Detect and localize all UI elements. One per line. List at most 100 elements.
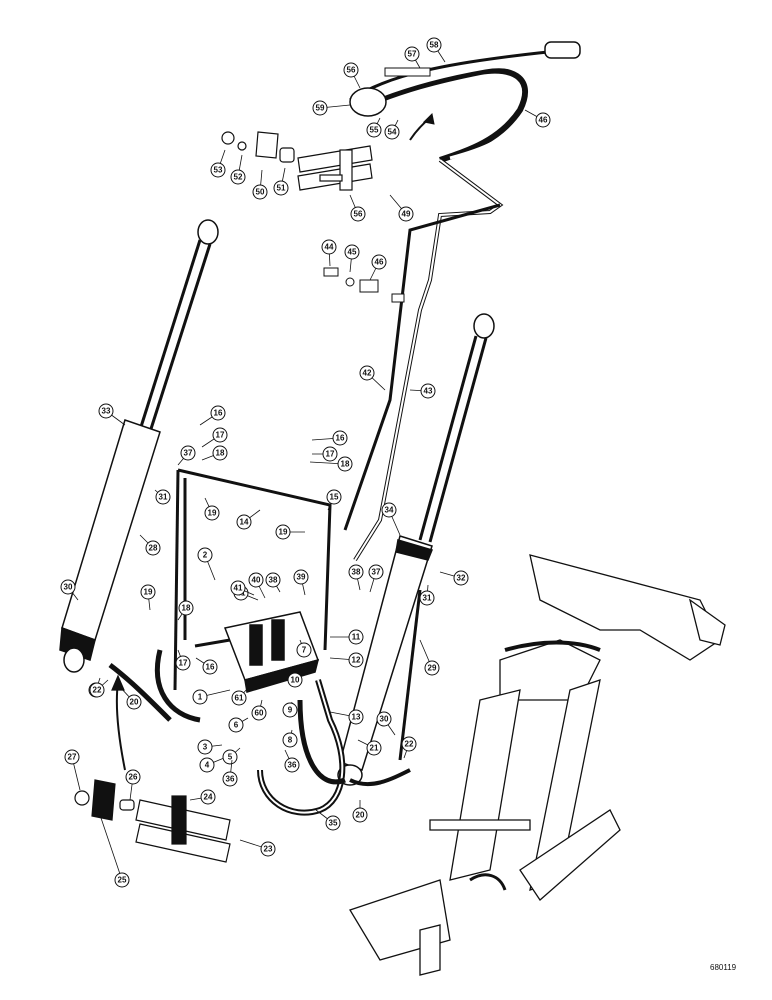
callout-17: 17 xyxy=(201,427,228,448)
callout-circle xyxy=(348,652,364,668)
callout-circle xyxy=(60,579,76,595)
callout-circle xyxy=(64,749,80,765)
callout-circle xyxy=(312,100,328,116)
callout-label: 5 xyxy=(228,753,233,762)
callout-circle xyxy=(420,383,436,399)
callout-circle xyxy=(248,572,264,588)
callout-label: 16 xyxy=(206,663,215,672)
callout-19: 19 xyxy=(204,497,220,521)
callout-37: 37 xyxy=(368,564,384,593)
callout-circle xyxy=(180,445,196,461)
callout-circle xyxy=(231,690,247,706)
callout-29: 29 xyxy=(419,639,440,676)
callout-51: 51 xyxy=(273,167,289,196)
callout-circle xyxy=(222,749,238,765)
callout-label: 14 xyxy=(240,518,249,527)
callout-circle xyxy=(348,709,364,725)
callout-label: 58 xyxy=(430,41,439,50)
callout-circle xyxy=(145,540,161,556)
callout-circle xyxy=(275,524,291,540)
callout-label: 17 xyxy=(216,431,225,440)
callout-56: 56 xyxy=(343,62,361,89)
callout-25: 25 xyxy=(99,814,130,888)
callout-circle xyxy=(89,682,105,698)
callout-label: 34 xyxy=(385,506,394,515)
callout-circle xyxy=(321,239,337,255)
callout-35: 35 xyxy=(315,809,341,831)
callout-label: 1 xyxy=(198,693,203,702)
callout-label: 31 xyxy=(423,594,432,603)
callout-circle xyxy=(287,672,303,688)
callout-9: 9 xyxy=(282,701,298,718)
callout-59: 59 xyxy=(312,100,351,116)
callout-label: 41 xyxy=(234,584,243,593)
callout-50: 50 xyxy=(252,169,268,200)
callout-label: 51 xyxy=(277,184,286,193)
callout-label: 39 xyxy=(297,573,306,582)
callout-8: 8 xyxy=(282,729,298,748)
callout-label: 9 xyxy=(288,706,293,715)
callout-circle xyxy=(282,732,298,748)
callout-label: 18 xyxy=(216,449,225,458)
callout-label: 30 xyxy=(380,715,389,724)
callout-circle xyxy=(114,872,130,888)
callout-5: 5 xyxy=(222,747,241,765)
callout-label: 30 xyxy=(64,583,73,592)
callout-label: 22 xyxy=(93,686,102,695)
callout-1: 1 xyxy=(192,689,231,705)
callout-circle xyxy=(202,659,218,675)
callout-label: 18 xyxy=(341,460,350,469)
callout-label: 20 xyxy=(356,811,365,820)
callout-38: 38 xyxy=(265,572,281,593)
callout-circle xyxy=(368,564,384,580)
callout-label: 38 xyxy=(269,576,278,585)
callout-label: 44 xyxy=(325,243,334,252)
callout-label: 16 xyxy=(214,409,223,418)
callout-label: 50 xyxy=(256,188,265,197)
callout-circle xyxy=(230,580,246,596)
callout-label: 10 xyxy=(291,676,300,685)
callout-42: 42 xyxy=(359,365,386,391)
callout-label: 26 xyxy=(129,773,138,782)
callout-27: 27 xyxy=(64,749,81,791)
callout-3: 3 xyxy=(197,739,223,755)
callout-circle xyxy=(228,717,244,733)
fitting-group-44-47 xyxy=(323,267,405,303)
callout-circle xyxy=(350,206,366,222)
callout-18: 18 xyxy=(309,456,353,472)
callout-41: 41 xyxy=(230,580,255,596)
callout-circle xyxy=(210,162,226,178)
callout-label: 19 xyxy=(144,588,153,597)
callout-circle xyxy=(197,739,213,755)
callout-36: 36 xyxy=(222,759,238,787)
callout-label: 28 xyxy=(149,544,158,553)
callout-43: 43 xyxy=(409,383,436,399)
callout-circle xyxy=(204,505,220,521)
callout-circle xyxy=(212,427,228,443)
callout-circle xyxy=(325,815,341,831)
callout-20: 20 xyxy=(117,684,142,710)
callout-label: 35 xyxy=(329,819,338,828)
callout-circle xyxy=(398,206,414,222)
callout-circle xyxy=(230,169,246,185)
callout-label: 45 xyxy=(348,248,357,257)
callout-31: 31 xyxy=(154,489,171,505)
callout-circle xyxy=(212,445,228,461)
callout-label: 8 xyxy=(288,736,293,745)
callout-circle xyxy=(424,660,440,676)
callout-22: 22 xyxy=(401,736,417,759)
callout-label: 60 xyxy=(255,709,264,718)
callout-label: 31 xyxy=(159,493,168,502)
callout-circle xyxy=(371,254,387,270)
callout-label: 56 xyxy=(354,210,363,219)
callout-circle xyxy=(178,600,194,616)
callout-44: 44 xyxy=(321,239,337,267)
callout-circle xyxy=(126,694,142,710)
callout-circle xyxy=(293,569,309,585)
callout-label: 46 xyxy=(375,258,384,267)
callout-label: 36 xyxy=(288,761,297,770)
callout-circle xyxy=(197,547,213,563)
loader-frame xyxy=(349,554,726,976)
callout-17: 17 xyxy=(312,446,338,462)
callout-45: 45 xyxy=(344,244,360,273)
